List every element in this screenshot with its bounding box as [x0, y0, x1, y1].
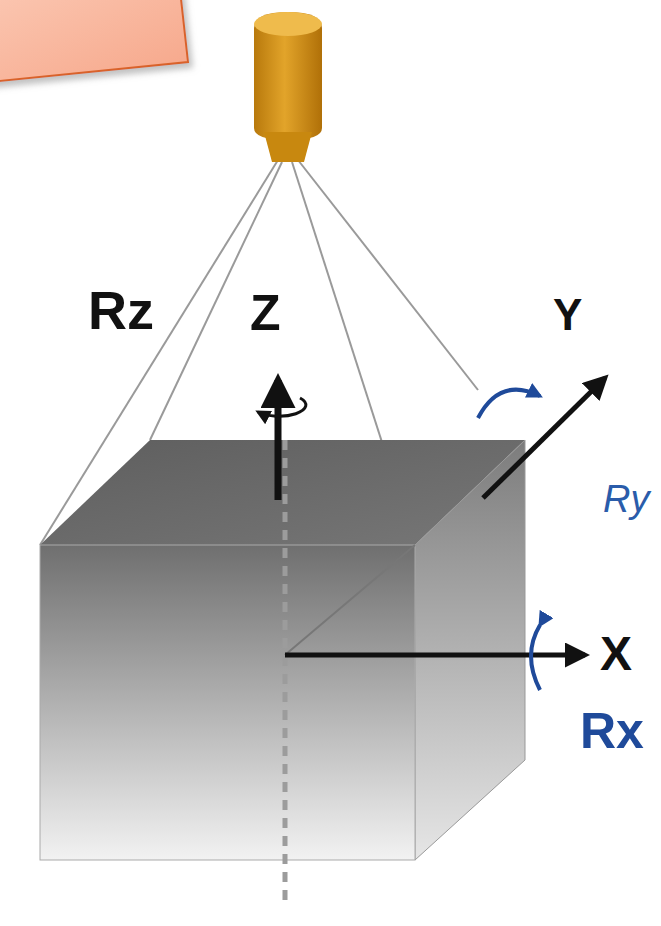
rz-arc — [258, 398, 306, 416]
callout-box — [0, 0, 188, 82]
z-axis — [275, 380, 282, 500]
ry-arc — [478, 390, 540, 418]
y-axis — [483, 378, 605, 498]
x-axis — [285, 653, 585, 658]
axis-label: Rz — [88, 283, 154, 337]
cube — [40, 440, 525, 905]
axis-label: Y — [553, 293, 582, 337]
axis-label: Z — [250, 288, 281, 338]
axis-label: X — [600, 630, 632, 678]
axis-label: Rx — [580, 706, 644, 756]
rx-arc — [531, 625, 540, 690]
camera — [254, 12, 322, 162]
axis-label: Ry — [603, 480, 649, 518]
